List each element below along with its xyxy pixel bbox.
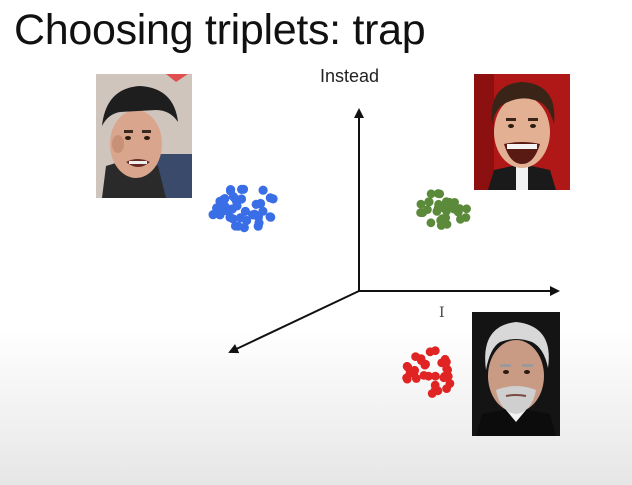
cluster-red-point <box>402 361 412 371</box>
cluster-green-point <box>435 189 445 199</box>
axis-label: Instead <box>320 66 380 86</box>
cluster-red-point <box>402 373 411 383</box>
cluster-green-point <box>442 197 451 207</box>
face-photo-1-image <box>96 74 192 198</box>
cluster-blue-point <box>258 206 268 216</box>
cluster-red-point <box>442 364 452 374</box>
cluster-blue-point <box>266 212 276 222</box>
cluster-blue-point <box>237 184 247 194</box>
cluster-blue-point <box>258 185 268 195</box>
cluster-blue-point <box>265 193 275 203</box>
cluster-green-point <box>434 199 443 209</box>
cluster-red-point <box>427 389 437 398</box>
cluster-green-point <box>456 214 465 224</box>
cluster-blue-point <box>242 215 252 226</box>
cluster-green-point <box>462 204 471 214</box>
face-photo-3-image <box>472 312 560 436</box>
cluster-green-point <box>418 208 428 218</box>
cluster-red-point <box>425 347 435 357</box>
cluster-red <box>402 346 455 398</box>
cluster-red-point <box>431 371 440 381</box>
cluster-blue-point <box>208 210 218 220</box>
cluster-red-point <box>421 359 430 369</box>
cluster-blue-point <box>256 198 266 209</box>
cluster-red-point <box>440 371 449 381</box>
cluster-red-point <box>440 354 450 364</box>
point-clusters <box>208 184 471 398</box>
cluster-green-point <box>426 189 436 199</box>
text-cursor-icon: I <box>439 305 445 321</box>
cluster-blue-point <box>226 185 236 195</box>
cluster-green <box>416 189 471 230</box>
cluster-green-point <box>424 197 434 207</box>
face-photo-2-image <box>474 74 570 190</box>
cluster-blue-point <box>232 201 242 211</box>
cluster-green-point <box>453 207 463 217</box>
cluster-red-point <box>409 368 419 378</box>
cluster-red-point <box>442 384 451 393</box>
face-photo-3 <box>472 312 560 436</box>
cluster-blue-point <box>236 194 247 204</box>
cluster-blue-point <box>228 214 238 224</box>
cluster-blue-point <box>240 206 250 216</box>
cluster-blue-point <box>220 194 230 204</box>
cluster-blue-point <box>254 218 264 228</box>
slide-title: Choosing triplets: trap <box>14 6 426 54</box>
face-photo-2 <box>474 74 570 190</box>
face-photo-1 <box>96 74 192 198</box>
cluster-blue-point <box>233 221 243 231</box>
cluster-green-point <box>437 214 447 224</box>
cluster-blue-point <box>215 206 226 216</box>
axis-z-arrow <box>228 290 360 354</box>
cluster-green-point <box>432 207 442 216</box>
cluster-blue-point <box>248 210 258 220</box>
cluster-green-point <box>416 199 426 209</box>
cluster-red-point <box>424 371 433 381</box>
cluster-blue <box>208 184 278 233</box>
cluster-green-point <box>426 218 436 228</box>
